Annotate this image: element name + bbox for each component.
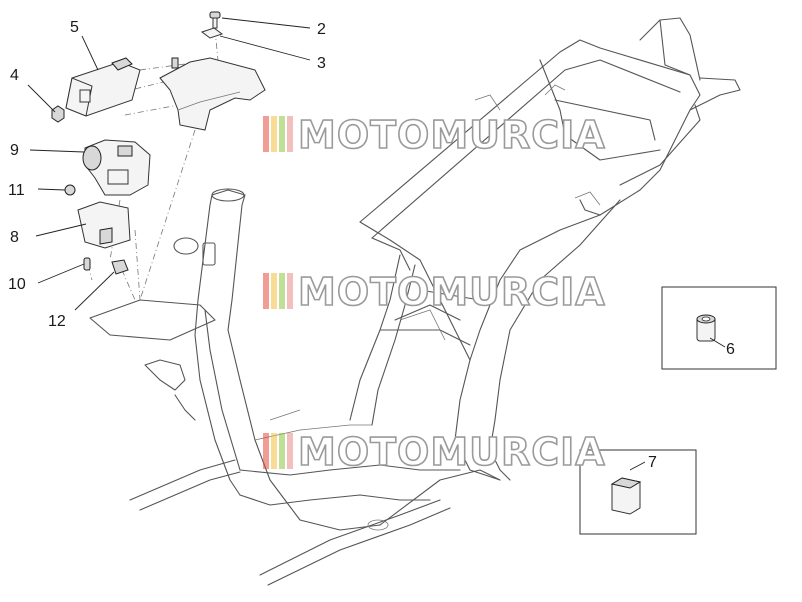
callout-12: 12 (48, 313, 66, 330)
callout-9: 9 (10, 142, 19, 159)
watermark-middle: MOTOMURCIA (263, 269, 606, 315)
watermark-text-bottom: MOTOMURCIA (298, 430, 606, 474)
clip-part (200, 27, 224, 39)
callout-6: 6 (726, 341, 735, 358)
watermark-bottom: MOTOMURCIA (263, 429, 606, 475)
nut-part (51, 105, 65, 123)
callout-labels: 2 3 4 5 6 7 8 9 10 11 12 (8, 19, 735, 471)
callout-2: 2 (317, 21, 326, 38)
callout-5: 5 (70, 19, 79, 36)
scooter-frame (89, 17, 741, 586)
callout-10: 10 (8, 276, 26, 293)
throttle-body-part (82, 139, 151, 196)
callout-4: 4 (10, 67, 19, 84)
ecu-module (65, 57, 141, 117)
box-part-6 (661, 286, 777, 370)
watermark-top: MOTOMURCIA (263, 112, 606, 158)
callout-11: 11 (8, 182, 25, 199)
mount-plate-part (77, 201, 131, 249)
watermark-text-top: MOTOMURCIA (298, 113, 606, 157)
screw-part-small (83, 257, 91, 271)
support-bracket (159, 57, 266, 131)
callout-7: 7 (648, 454, 657, 471)
callout-8: 8 (10, 229, 19, 246)
box-part-7 (579, 449, 697, 535)
watermark-text-middle: MOTOMURCIA (298, 270, 606, 314)
leader-lines (27, 17, 726, 471)
callout-3: 3 (317, 55, 326, 72)
screw-part-top (209, 11, 221, 29)
bolt-part (64, 184, 76, 196)
spring-clip-part (111, 259, 129, 275)
